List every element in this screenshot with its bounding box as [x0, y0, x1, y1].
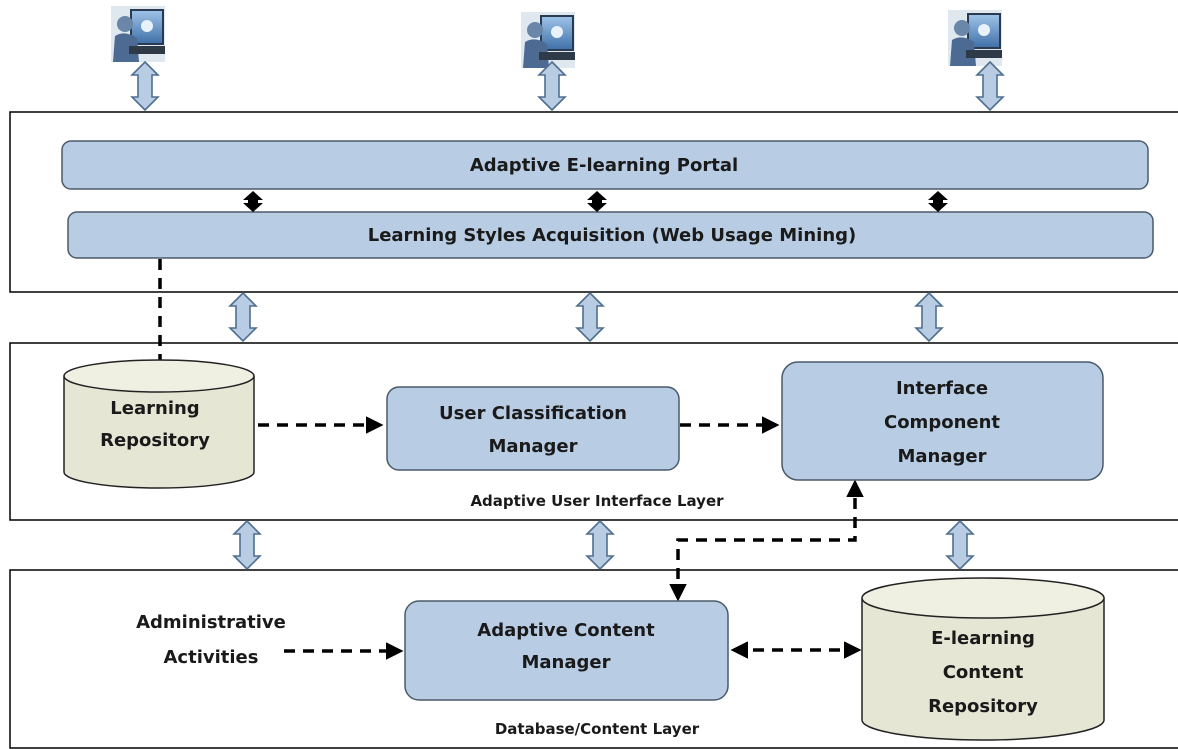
- content-layer-label: Database/Content Layer: [495, 720, 700, 738]
- adaptive-content-manager: Adaptive Content Manager: [404, 600, 729, 701]
- adaptive-content-label-2: Manager: [522, 652, 611, 673]
- ui-content-arrow-2: [585, 519, 615, 571]
- user-3-portal-arrow: [975, 60, 1005, 112]
- ui-content-arrow-3: [945, 519, 975, 571]
- content-repository-label-3: Repository: [928, 696, 1038, 717]
- content-layer-frame: [9, 569, 1178, 749]
- content-repository: E-learning Content Repository: [861, 577, 1105, 741]
- content-repository-label-2: Content: [943, 662, 1024, 683]
- ui-content-arrow-1: [232, 519, 262, 571]
- interface-component-label-3: Manager: [898, 446, 987, 467]
- user-classification-label-1: User Classification: [439, 403, 627, 424]
- user-1-icon: [111, 6, 165, 62]
- learning-repository: Learning Repository: [63, 359, 255, 489]
- user-2-portal-arrow: [537, 60, 567, 112]
- portal-label: Adaptive E-learning Portal: [470, 155, 738, 176]
- content-to-interface-arrow: [669, 479, 864, 602]
- adaptive-content-label-1: Adaptive Content: [477, 620, 655, 641]
- acquisition-label: Learning Styles Acquisition (Web Usage M…: [368, 225, 857, 246]
- acquisition-bar: [67, 211, 1154, 259]
- portal-acquisition-arrow-1: [243, 191, 263, 212]
- interface-component-label-2: Component: [884, 412, 1000, 433]
- portal-acquisition-arrow-2: [587, 191, 607, 212]
- user-classification-manager: User Classification Manager: [386, 386, 680, 471]
- portal-ui-arrow-1: [228, 291, 258, 343]
- administrative-label-2: Activities: [164, 647, 259, 668]
- portal-ui-arrow-3: [914, 291, 944, 343]
- portal-layer-frame: [9, 111, 1178, 293]
- interface-component-manager: Interface Component Manager: [781, 361, 1104, 481]
- portal-bar: [61, 140, 1149, 190]
- portal-ui-arrow-2: [575, 291, 605, 343]
- user-3-icon: [948, 10, 1002, 66]
- learning-repository-label-1: Learning: [110, 398, 199, 419]
- ui-layer-frame: [9, 342, 1178, 521]
- interface-component-label-1: Interface: [896, 378, 988, 399]
- content-repository-label-1: E-learning: [931, 628, 1035, 649]
- learning-repository-label-2: Repository: [100, 430, 210, 451]
- administrative-label-1: Administrative: [136, 612, 286, 633]
- user-2-icon: [521, 12, 575, 68]
- user-classification-label-2: Manager: [489, 436, 578, 457]
- user-1-portal-arrow: [130, 60, 160, 112]
- portal-acquisition-arrow-3: [928, 191, 948, 212]
- ui-layer-label: Adaptive User Interface Layer: [470, 492, 724, 510]
